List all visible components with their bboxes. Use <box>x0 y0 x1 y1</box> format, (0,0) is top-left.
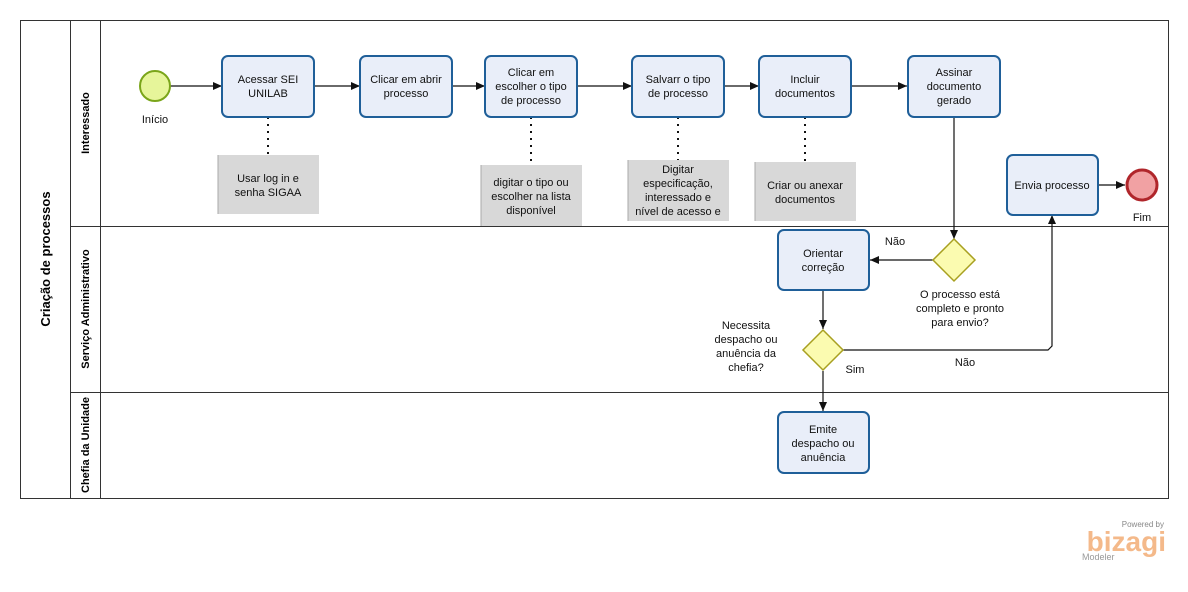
task-text-line: Acessar SEI <box>238 74 299 86</box>
task-text-line: documento <box>927 81 981 93</box>
end-event-label: Fim <box>1133 212 1151 224</box>
flow-label-nao: Não <box>885 236 905 248</box>
task-salvar-tipo-processo[interactable]: Salvarr o tipo de processo <box>631 55 725 118</box>
gateway-necessita-despacho-question: Necessita despacho ou anuência da chefia? <box>715 320 778 374</box>
note-text-line: documentos <box>775 194 835 206</box>
flow-label-sim: Sim <box>846 364 865 376</box>
task-text-line: documentos <box>775 88 835 100</box>
gateway-question-line: completo e pronto <box>916 303 1004 315</box>
lane-title-interessado: Interessado <box>80 92 92 154</box>
task-text-line: Salvarr o tipo <box>646 74 711 86</box>
task-incluir-documentos[interactable]: Incluir documentos <box>758 55 852 118</box>
note-text-line: nível de acesso e <box>635 206 721 218</box>
task-text-line: Clicar em abrir <box>370 74 442 86</box>
note-text-line: interessado e <box>645 192 711 204</box>
end-event[interactable] <box>1125 168 1159 202</box>
gateway-necessita-despacho[interactable] <box>801 328 845 372</box>
task-envia-processo[interactable]: Envia processo <box>1006 154 1099 216</box>
task-text-line: correção <box>802 262 845 274</box>
flow-label-nao: Não <box>955 357 975 369</box>
gateway-question-line: despacho ou <box>715 334 778 346</box>
task-clicar-abrir-processo[interactable]: Clicar em abrir processo <box>359 55 453 118</box>
task-text-line: UNILAB <box>248 88 288 100</box>
brand-logo-text: bizagi <box>1087 526 1166 557</box>
task-text-line: Assinar <box>936 67 973 79</box>
gateway-question-line: O processo está <box>920 289 1001 301</box>
note-text-line: especificação, <box>643 178 713 190</box>
note-usar-login: Usar log in e senha SIGAA <box>217 155 319 214</box>
brand-product: Modeler <box>1082 552 1115 562</box>
task-text-line: escolher o tipo <box>495 81 567 93</box>
note-text-line: senha SIGAA <box>235 187 302 199</box>
gateway-question-line: Necessita <box>722 320 771 332</box>
gateway-processo-completo[interactable] <box>931 237 977 283</box>
bizagi-brand: Powered by bizagi Modeler <box>1082 520 1166 562</box>
gateway-processo-completo-question: O processo está completo e pronto para env… <box>916 289 1004 329</box>
note-text-line: escolher na lista <box>491 191 571 203</box>
gateway-question-line: chefia? <box>728 362 763 374</box>
note-digitar-especificacao: Digitar especificação, interessado e nível … <box>627 160 729 221</box>
task-text-line: de processo <box>648 88 708 100</box>
lane-title-servico-administrativo: Serviço Administrativo <box>80 249 92 369</box>
task-text-line: Envia processo <box>1014 180 1089 192</box>
task-text-line: de processo <box>501 95 561 107</box>
task-text-line: gerado <box>937 95 971 107</box>
note-text-line: Criar ou anexar <box>767 180 843 192</box>
note-text-line: disponível <box>506 205 556 217</box>
note-text-line: digitar o tipo ou <box>493 177 568 189</box>
task-acessar-sei[interactable]: Acessar SEI UNILAB <box>221 55 315 118</box>
task-text-line: processo <box>384 88 429 100</box>
start-event[interactable] <box>139 70 171 102</box>
task-text-line: Clicar em <box>508 67 554 79</box>
lane-title-chefia-da-unidade: Chefia da Unidade <box>80 397 92 493</box>
task-text-line: Emite <box>809 424 837 436</box>
task-text-line: Orientar <box>803 248 843 260</box>
note-text-line: Usar log in e <box>237 173 299 185</box>
task-text-line: Incluir <box>790 74 820 86</box>
svg-text:Envia processo: Envia processo <box>1014 180 1089 192</box>
note-text-line: Digitar <box>662 164 694 176</box>
task-emite-despacho[interactable]: Emite despacho ou anuência <box>777 411 870 474</box>
brand-powered-by: Powered by <box>1122 520 1164 529</box>
note-criar-anexar: Criar ou anexar documentos <box>754 162 856 221</box>
task-text-line: despacho ou <box>792 438 855 450</box>
task-assinar-documento[interactable]: Assinar documento gerado <box>907 55 1001 118</box>
task-escolher-tipo-processo[interactable]: Clicar em escolher o tipo de processo <box>484 55 578 118</box>
task-orientar-correcao[interactable]: Orientar correção <box>777 229 870 291</box>
gateway-question-line: para envio? <box>931 317 989 329</box>
start-event-label: Início <box>142 114 168 126</box>
gateway-question-line: anuência da <box>716 348 777 360</box>
sequence-flow <box>843 215 1056 351</box>
pool-title: Criação de processos <box>38 191 53 326</box>
note-digitar-tipo: digitar o tipo ou escolher na lista dispon… <box>480 165 582 226</box>
task-text-line: anuência <box>801 452 847 464</box>
